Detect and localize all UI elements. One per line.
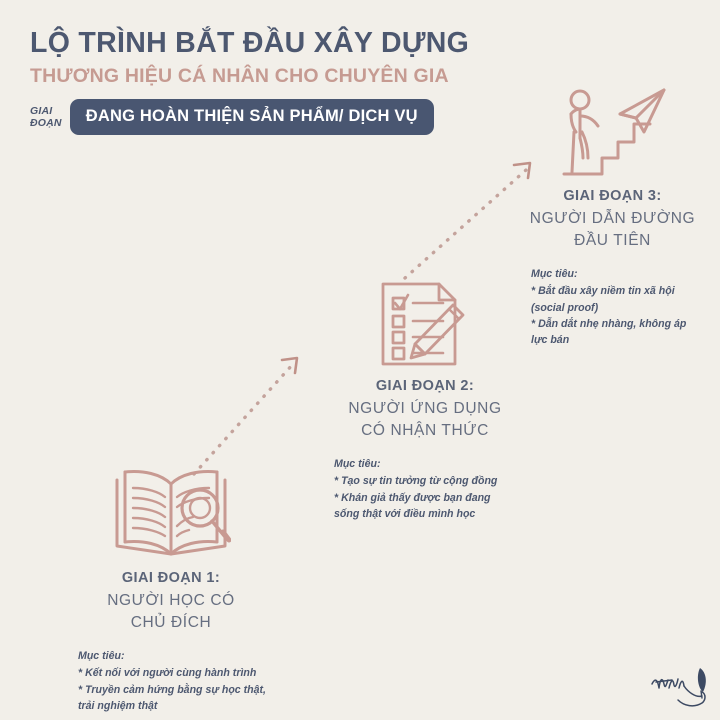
page-subtitle: THƯƠNG HIỆU CÁ NHÂN CHO CHUYÊN GIA [30, 64, 449, 87]
stage-kicker-line1: GIAI [30, 105, 53, 118]
stage-1-heading-line2: NGƯỜI HỌC CÓ [107, 591, 235, 609]
page-title: LỘ TRÌNH BẮT ĐẦU XÂY DỰNG [30, 27, 470, 59]
dotted-arrow-stage1-to-stage2 [192, 356, 299, 476]
header: LỘ TRÌNH BẮT ĐẦU XÂY DỰNG THƯƠNG HIỆU CÁ… [30, 27, 490, 136]
arrow-head-icon [280, 356, 299, 375]
stage-1-goal-item: * Truyền cảm hứng bằng sự học thật, [78, 683, 266, 696]
stage-2-heading-line3: CÓ NHẬN THỨC [361, 421, 489, 439]
stage-3-heading-line2: NGƯỜI DẪN ĐƯỜNG [529, 209, 696, 227]
stage-3-goals-label: Mục tiêu: [531, 267, 578, 280]
checklist-pencil-icon [381, 282, 465, 366]
stage-1-goals-label: Mục tiêu: [78, 649, 125, 662]
stage-3-goals: Mục tiêu: * Bắt đầu xây niềm tin xã hội … [505, 266, 720, 349]
stage-1-heading-line3: CHỦ ĐÍCH [130, 613, 212, 631]
stage-3-goal-item: (social proof) [531, 301, 599, 314]
stage-1-goals: Mục tiêu: * Kết nối với người cùng hành … [46, 648, 296, 715]
open-book-magnifier-icon [115, 470, 231, 556]
quill-signature [651, 668, 706, 707]
stage-block-3: GIAI ĐOẠN 3: NGƯỜI DẪN ĐƯỜNG ĐẦU TIÊN Mụ… [505, 88, 720, 349]
stage-3-goal-item: * Dẫn dắt nhẹ nhàng, không áp [531, 317, 687, 330]
stage-2-heading-line2: NGƯỜI ỨNG DỤNG [348, 399, 502, 417]
stage-2-goals: Mục tiêu: * Tạo sự tin tưởng từ cộng đồn… [300, 456, 550, 523]
current-stage-badge: ĐANG HOÀN THIỆN SẢN PHẨM/ DỊCH VỤ [69, 99, 434, 136]
stage-kicker-line2: ĐOẠN [30, 117, 62, 130]
stage-2-goal-item: * Tạo sự tin tưởng từ cộng đồng [334, 475, 498, 488]
person-stairs-paperplane-icon [562, 88, 665, 176]
stage-2-heading-label: GIAI ĐOẠN 2: [375, 378, 475, 394]
stage-2-goal-item: * Khán giả thấy được bạn đang [334, 491, 491, 504]
arrow-dotted-line [192, 362, 295, 476]
stage-2-heading: GIAI ĐOẠN 2: NGƯỜI ỨNG DỤNG CÓ NHẬN THỨC [300, 376, 550, 442]
stage-banner: GIAI ĐOẠN ĐANG HOÀN THIỆN SẢN PHẨM/ DỊCH… [30, 99, 490, 136]
stage-1-heading-label: GIAI ĐOẠN 1: [121, 570, 221, 586]
stage-block-2: GIAI ĐOẠN 2: NGƯỜI ỨNG DỤNG CÓ NHẬN THỨC… [300, 278, 550, 522]
stage-3-heading-line3: ĐẦU TIÊN [574, 231, 651, 249]
stage-1-heading: GIAI ĐOẠN 1: NGƯỜI HỌC CÓ CHỦ ĐÍCH [46, 568, 296, 634]
stage-3-heading-label: GIAI ĐOẠN 3: [563, 188, 662, 204]
feather-icon [697, 668, 706, 692]
stage-3-heading: GIAI ĐOẠN 3: NGƯỜI DẪN ĐƯỜNG ĐẦU TIÊN [505, 186, 720, 252]
stage-2-goals-label: Mục tiêu: [334, 457, 381, 470]
stage-2-goal-item: sống thật với điều mình học [334, 507, 476, 520]
stage-kicker: GIAI ĐOẠN [30, 105, 62, 129]
stage-3-goal-item: * Bắt đầu xây niềm tin xã hội [531, 285, 675, 298]
stage-block-1: GIAI ĐOẠN 1: NGƯỜI HỌC CÓ CHỦ ĐÍCH Mục t… [46, 462, 296, 714]
stage-1-goal-item: * Kết nối với người cùng hành trình [78, 667, 257, 680]
stage-3-goal-item: lực bán [531, 334, 570, 347]
stage-1-goal-item: trải nghiệm thật [78, 699, 158, 712]
